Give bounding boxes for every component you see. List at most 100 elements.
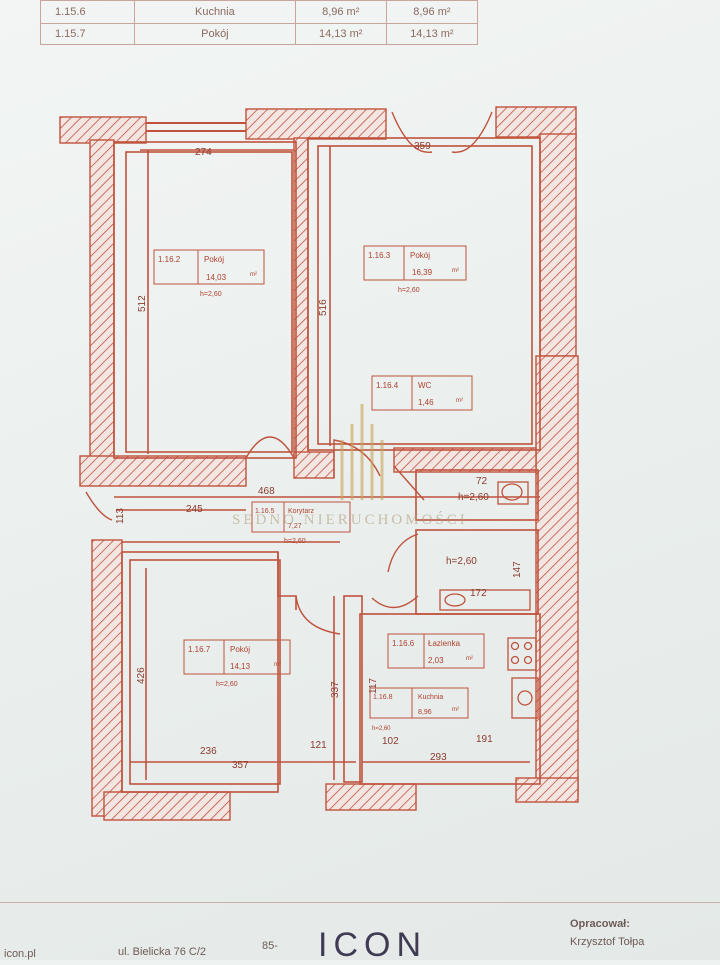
wall-bottom-middle (325, 783, 417, 811)
door-swing-kitchen (371, 595, 419, 609)
room-height: h=2,60 (216, 681, 238, 688)
room-name: Korytarz (288, 508, 315, 515)
room-name: Pokój (204, 255, 224, 264)
room-outline-1-16-7 (121, 551, 279, 793)
table-cell-id: 1.15.6 (39, 0, 136, 24)
table-cell-area: 14,13 m² (385, 23, 479, 45)
room-label-1-16-5: 1.16.5 Korytarz 7,27 h=2,60 (251, 501, 351, 545)
table-row: 1.15.6 Kuchnia 8,96 m² 8,96 m² (39, 0, 479, 24)
room-area: 2,03 (428, 656, 444, 665)
wall-bottom-left (103, 791, 231, 821)
burner-icon (523, 655, 533, 665)
room-unit: m² (466, 656, 473, 662)
watermark-text: SEDNO NIERUCHOMOŚCI (232, 512, 468, 528)
wall-left-upper (89, 139, 115, 461)
door-swing-corridor (393, 465, 425, 501)
room-outline-1-16-3 (307, 137, 541, 451)
footer-postal: 85- (262, 940, 278, 952)
dimension-117: 117 (368, 678, 379, 694)
dimension-121: 121 (310, 740, 327, 751)
wall-top-left (59, 116, 147, 144)
room-area: 14,03 (206, 273, 227, 282)
partitions (113, 122, 541, 793)
room-id: 1.16.3 (368, 251, 391, 260)
doors (85, 111, 493, 635)
burner-icon (523, 641, 533, 651)
dimension-245: 245 (186, 504, 203, 515)
footer-divider (0, 902, 720, 903)
room-name: Pokój (230, 645, 250, 654)
table-row: 1.15.7 Pokój 14,13 m² 14,13 m² (39, 23, 479, 45)
dimension-293: 293 (430, 752, 447, 763)
stove-icon (507, 637, 537, 671)
door-swing-room-1 (245, 436, 295, 459)
room-name: Pokój (410, 251, 430, 260)
door-swing-room-2 (333, 439, 381, 478)
dimension-516: 516 (318, 299, 329, 316)
room-area: 14,13 (230, 662, 251, 671)
room-label-1-16-8: 1.16.8 Kuchnia 8,96 m² h=2,60 (369, 687, 469, 732)
watermark-logo (340, 404, 384, 500)
room-height: h=2,60 (398, 287, 420, 294)
dimension-468: 468 (258, 486, 275, 497)
dimension-113: 113 (115, 508, 126, 524)
wall-left-lower (91, 539, 123, 817)
room-name: WC (418, 381, 432, 390)
wall-step (277, 552, 297, 610)
prepared-by: Krzysztof Tołpa (570, 936, 645, 948)
room-label-1-16-2: 1.16.2 Pokój 14,03 m² h=2,60 (153, 249, 265, 298)
bathtub-icon (439, 589, 531, 611)
room-inner-1-16-7 (129, 559, 281, 785)
wall-mid-right (393, 447, 537, 473)
room-unit: m² (452, 707, 459, 713)
sink-icon (444, 593, 466, 607)
wall-mid-center (293, 451, 335, 479)
dimension-172: 172 (470, 588, 487, 599)
table-cell-area: 14,13 m² (294, 23, 387, 45)
table-cell-area: 8,96 m² (294, 0, 387, 24)
room-height: h=2,60 (372, 726, 391, 732)
room-id: 1.16.2 (158, 255, 181, 264)
room-area: 8,96 (418, 709, 432, 716)
wall-bottom-right (515, 777, 579, 803)
room-outline-wc (415, 469, 539, 521)
kitchen-sink-bowl (517, 690, 533, 706)
door-swing-entrance (85, 491, 113, 521)
dimension-labels: 274 359 512 516 468 245 113 72 h=2,60 h=… (115, 141, 523, 771)
room-inner-1-16-3 (317, 145, 533, 445)
room-label-1-16-6: 1.16.6 Łazienka 2,03 m² (387, 633, 485, 669)
dimension-191: 191 (476, 734, 493, 745)
room-labels: 1.16.2 Pokój 14,03 m² h=2,60 1.16.3 Pokó… (153, 245, 485, 732)
table-cell-id: 1.15.7 (39, 23, 136, 45)
dimension-102: 102 (382, 736, 399, 747)
room-id: 1.16.6 (392, 639, 415, 648)
dimension-147: 147 (512, 561, 523, 578)
room-label-1-16-7: 1.16.7 Pokój 14,13 m² h=2,60 (183, 639, 291, 688)
dimension-274: 274 (195, 147, 212, 158)
room-unit: m² (250, 272, 257, 278)
room-name: Kuchnia (418, 694, 443, 701)
room-height: h=2,60 (200, 291, 222, 298)
burner-icon (510, 655, 520, 665)
room-unit: m² (452, 268, 459, 274)
fixtures (439, 481, 539, 719)
room-area: 1,46 (418, 398, 434, 407)
height-bathroom: h=2,60 (446, 556, 477, 567)
prepared-label: Opracował: (570, 918, 630, 930)
wall-right-lower (535, 355, 579, 797)
room-height: h=2,60 (284, 538, 306, 545)
walls (59, 106, 579, 821)
room-id: 1.16.7 (188, 645, 211, 654)
dimension-236: 236 (200, 746, 217, 757)
room-inner-1-16-2 (125, 151, 293, 453)
room-unit: m² (274, 662, 281, 668)
wall-right-upper (539, 133, 577, 357)
door-swing-bathroom (387, 533, 419, 573)
wall-kitchen-partition (343, 595, 363, 783)
floor-plan: 1.16.2 Pokój 14,03 m² h=2,60 1.16.3 Pokó… (59, 106, 579, 821)
room-label-1-16-3: 1.16.3 Pokój 16,39 m² h=2,60 (363, 245, 467, 294)
toilet-box (497, 481, 529, 505)
wall-mid-left (79, 455, 247, 487)
height-wc: h=2,60 (458, 492, 489, 503)
room-outline-1-16-2 (113, 141, 297, 459)
